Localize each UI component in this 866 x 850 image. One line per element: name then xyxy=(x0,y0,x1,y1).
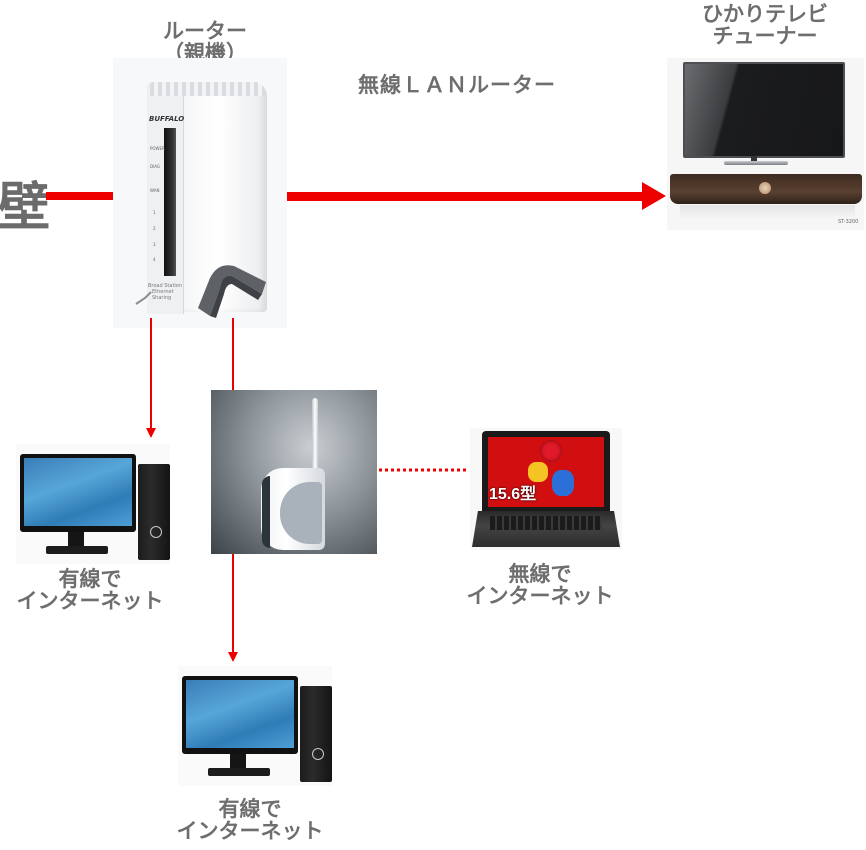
wired-pc-1-image xyxy=(16,444,170,564)
router-model-text: Broad Station Ethernet Sharing xyxy=(148,283,182,301)
wireless-router-to-pc2-line xyxy=(232,554,234,654)
wired-pc-2-label: 有線で インターネット xyxy=(160,798,340,842)
wireless-lan-router-title: 無線ＬＡＮルーター xyxy=(358,73,556,97)
wireless-router-edge xyxy=(262,476,270,548)
hikari-tv-tuner-label: ひかりテレビ チューナー xyxy=(672,3,858,47)
wired-pc-1-label-line1: 有線で xyxy=(58,567,122,591)
router-led-port2: 2 xyxy=(153,226,156,231)
hikari-tv-tuner-label-line2: チューナー xyxy=(712,24,818,49)
wall-label: 壁 xyxy=(0,178,51,238)
router-parent-label-line1: ルーター xyxy=(163,19,247,43)
wireless-to-laptop-dotted-line xyxy=(379,468,467,472)
laptop-gem-blue xyxy=(552,470,574,496)
laptop-gem-yellow xyxy=(528,462,548,482)
pc1-tower-logo xyxy=(150,526,162,538)
wall-to-router-line xyxy=(46,192,113,200)
laptop-keyboard xyxy=(490,516,602,530)
router-to-tv-arrowhead xyxy=(642,182,666,210)
laptop-gem-red xyxy=(540,440,562,462)
tv-screen xyxy=(683,62,845,158)
laptop-label-line2: インターネット xyxy=(466,584,614,609)
pc1-monitor xyxy=(20,454,136,532)
router-led-port1: 1 xyxy=(153,210,156,215)
router-led-port4: 4 xyxy=(153,257,156,262)
router-model-line3: Sharing xyxy=(152,295,172,301)
pc2-monitor-foot xyxy=(208,768,270,776)
router-indicator-slot xyxy=(164,128,176,276)
router-cable xyxy=(135,291,152,305)
wired-pc-2-label-line1: 有線で xyxy=(218,797,282,821)
pc1-screen xyxy=(24,458,132,526)
pc1-monitor-neck xyxy=(68,532,84,546)
router-vent xyxy=(150,82,265,96)
laptop-label: 無線で インターネット xyxy=(450,563,630,607)
pc2-screen xyxy=(186,680,294,748)
pc2-tower-logo xyxy=(312,748,324,760)
router-led-diag: DIAG xyxy=(150,164,161,169)
wired-pc-1-label: 有線で インターネット xyxy=(0,568,180,612)
router-model-line1: Broad Station xyxy=(148,283,183,289)
pc2-monitor-neck xyxy=(230,754,246,768)
router-to-wireless-router-line xyxy=(232,318,234,390)
router-led-wan: WAN xyxy=(150,188,160,193)
laptop-label-line1: 無線で xyxy=(508,562,572,586)
router-to-pc1-line xyxy=(150,318,152,430)
pc1-tower xyxy=(138,464,170,560)
wireless-router-face xyxy=(280,482,322,544)
tuner-power-button xyxy=(759,182,771,194)
wired-pc-2-label-line2: インターネット xyxy=(176,819,324,844)
router-to-pc1-arrowhead xyxy=(146,428,156,438)
tv-stand-neck xyxy=(751,156,757,163)
router-led-power: POWER xyxy=(150,146,165,151)
tv-stand-base xyxy=(724,161,788,165)
pc1-monitor-foot xyxy=(46,546,108,554)
router-brand-logo: BUFFALO xyxy=(149,115,185,123)
router-led-port3: 3 xyxy=(153,242,156,247)
pc2-monitor xyxy=(182,676,298,754)
tuner-reflection xyxy=(680,205,855,219)
hikari-tv-tuner-label-line1: ひかりテレビ xyxy=(702,2,828,26)
tuner-model-label: ST-3200 xyxy=(838,219,859,225)
router-to-tv-line xyxy=(287,192,645,201)
wired-pc-2-image xyxy=(178,666,332,786)
router-stand xyxy=(198,265,266,318)
wireless-router-to-pc2-arrowhead xyxy=(228,652,238,662)
wired-pc-1-label-line2: インターネット xyxy=(16,589,164,614)
router-model-line2: Ethernet xyxy=(152,289,174,295)
laptop-screen-size-text: 15.6型 xyxy=(489,486,537,503)
pc2-tower xyxy=(300,686,332,782)
wireless-router-antenna xyxy=(312,398,318,478)
